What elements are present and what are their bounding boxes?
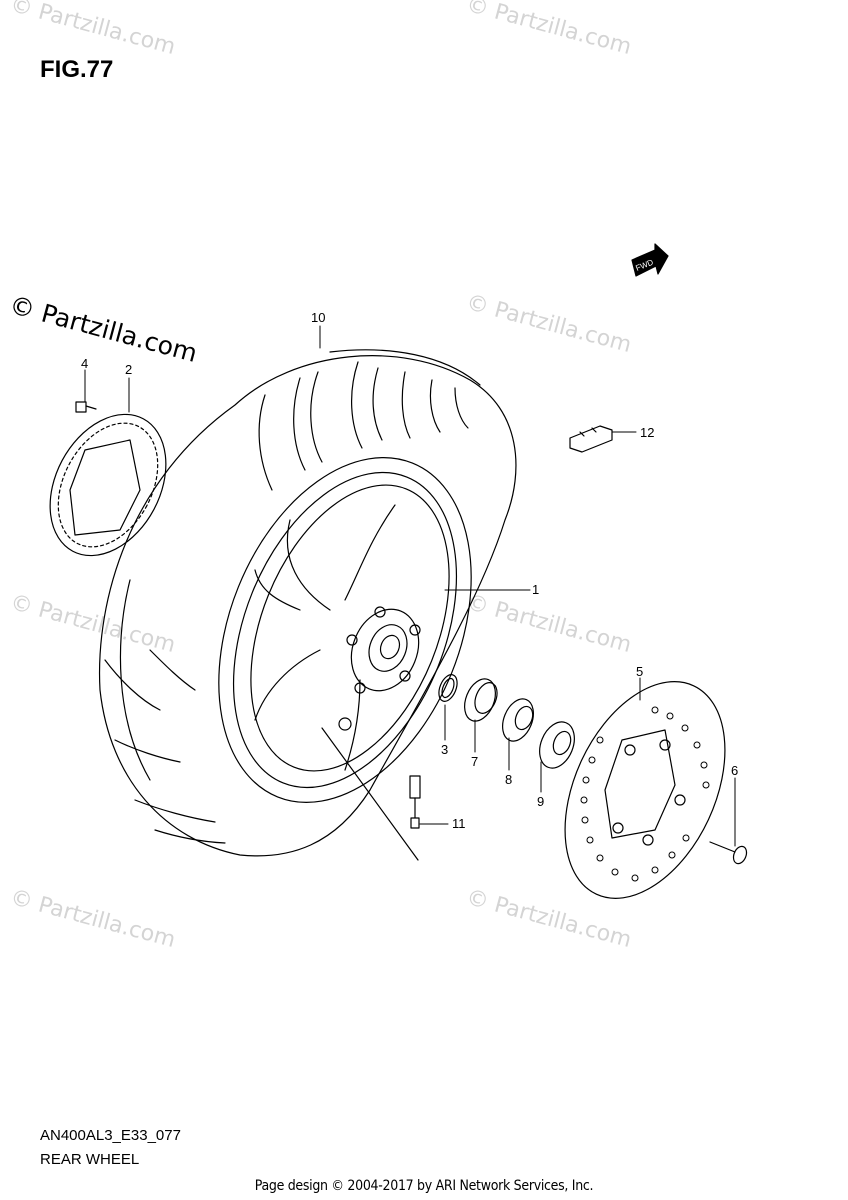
callout-3: 3 [441,742,448,757]
callout-1: 1 [532,582,539,597]
wheel-rim [218,457,472,803]
bolt-part [75,401,97,413]
callout-9: 9 [537,794,544,809]
footer-copyright: Page design © 2004-2017 by ARI Network S… [254,1178,594,1194]
brake-disc [564,681,726,899]
diagram-name: REAR WHEEL [40,1151,140,1168]
spacer-parts [438,674,575,769]
brake-disc-holes [580,706,710,882]
tire-part [98,349,517,857]
callout-12: 12 [640,425,654,440]
diagram-code: AN400AL3_E33_077 [40,1127,181,1144]
callout-10: 10 [311,310,325,325]
leader-lines [84,325,736,847]
disc-bolt [709,841,748,865]
figure-title: FIG.77 [40,56,114,83]
callout-4: 4 [81,356,88,371]
valve-part [321,727,421,861]
callout-8: 8 [505,772,512,787]
balance-weight [569,425,613,453]
fwd-arrow-badge [631,243,669,277]
callout-2: 2 [125,362,132,377]
callout-11: 11 [452,816,466,831]
callout-5: 5 [636,664,643,679]
callout-6: 6 [731,763,738,778]
callout-7: 7 [471,754,478,769]
abs-sensor-ring [49,413,167,557]
